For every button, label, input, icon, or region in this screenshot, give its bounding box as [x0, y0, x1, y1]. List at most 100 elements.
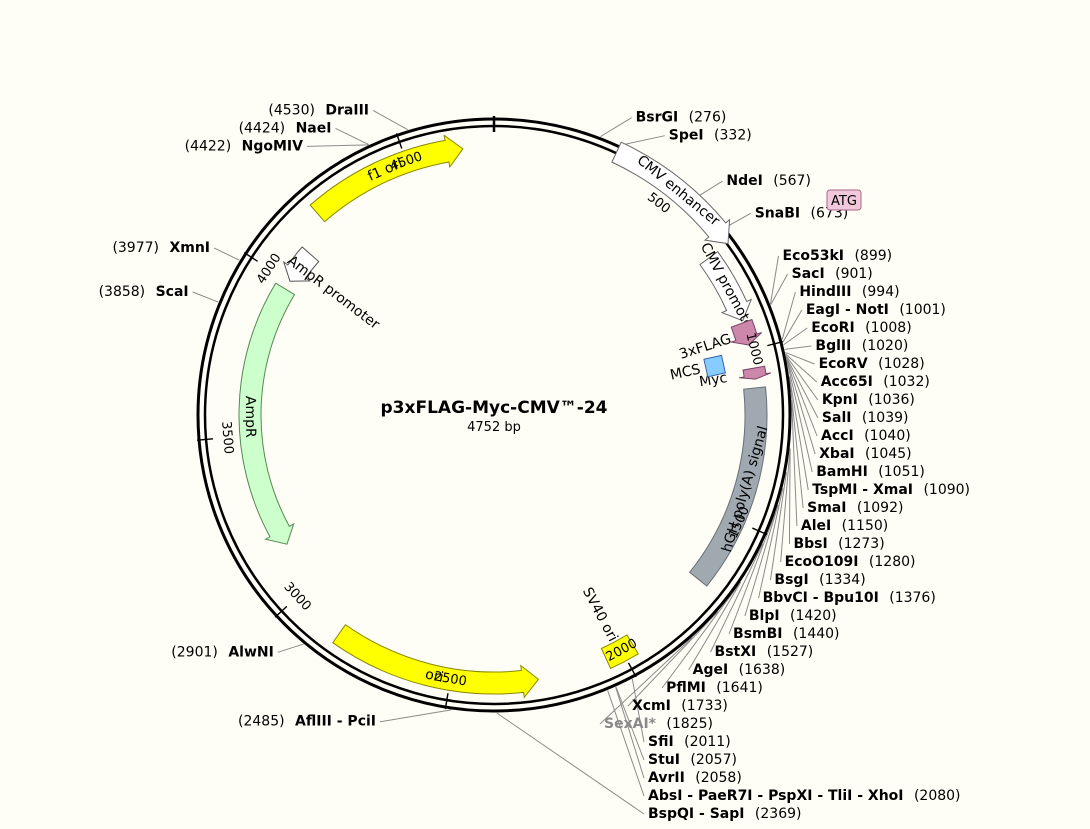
site-position: (2011)	[680, 734, 731, 750]
site-name: Acc65I	[821, 374, 873, 390]
site-position: (1032)	[879, 374, 930, 390]
site-saci[interactable]: SacI (901)	[792, 266, 873, 282]
site-position: (901)	[831, 266, 873, 282]
site-position: (1733)	[677, 698, 728, 714]
site-absi-paer7i-pspxi-tlii-xhoi[interactable]: AbsI - PaeR7I - PspXI - TliI - XhoI (208…	[648, 788, 961, 804]
tick-label: 3500	[218, 421, 236, 455]
site-bspqi-sapi[interactable]: BspQI - SapI (2369)	[648, 806, 801, 822]
leader-sexai	[599, 636, 693, 725]
site-agei[interactable]: AgeI (1638)	[693, 662, 786, 678]
site-name: SacI	[792, 266, 825, 282]
site-position: (3977)	[112, 240, 163, 256]
site-position: (332)	[710, 128, 752, 144]
site-tspmi-xmai[interactable]: TspMI - XmaI (1090)	[812, 482, 970, 498]
site-xcmi[interactable]: XcmI (1733)	[632, 698, 728, 714]
site-position: (4422)	[185, 138, 236, 154]
leader-bbvci-bpu10i	[758, 488, 784, 599]
site-name: AlwNI	[228, 644, 274, 660]
leader-bstxi	[710, 543, 764, 653]
site-ecori[interactable]: EcoRI (1008)	[811, 320, 912, 336]
site-ecoo109i[interactable]: EcoO109I (1280)	[785, 554, 916, 570]
site-ndei[interactable]: NdeI (567)	[726, 173, 811, 189]
site-bsmbi[interactable]: BsmBI (1440)	[733, 626, 840, 642]
site-name: NaeI	[296, 120, 332, 136]
site-spei[interactable]: SpeI (332)	[669, 128, 752, 144]
site-name: HindIII	[799, 284, 851, 300]
site-position: (1090)	[919, 482, 970, 498]
tick-label: 1000	[742, 331, 765, 367]
site-acci[interactable]: AccI (1040)	[821, 428, 911, 444]
site-ecorv[interactable]: EcoRV (1028)	[819, 356, 925, 372]
site-name: BsgI	[774, 572, 808, 588]
leader-bsgi	[769, 472, 787, 581]
site-bglii[interactable]: BglII (1020)	[815, 338, 908, 354]
site-bamhi[interactable]: BamHI (1051)	[816, 464, 925, 480]
site-name: BglII	[815, 338, 851, 354]
site-bbsi[interactable]: BbsI (1273)	[793, 536, 884, 552]
site-hindiii[interactable]: HindIII (994)	[799, 284, 899, 300]
site-position: (2058)	[691, 770, 742, 786]
site-bstxi[interactable]: BstXI (1527)	[715, 644, 814, 660]
leader-saci	[770, 273, 789, 305]
site-name: TspMI - XmaI	[812, 482, 913, 498]
site-kpni[interactable]: KpnI (1036)	[822, 392, 915, 408]
site-sexai[interactable]: SexAI* (1825)	[604, 716, 713, 732]
site-blpi[interactable]: BlpI (1420)	[749, 608, 837, 624]
site-name: BlpI	[749, 608, 780, 624]
tick-4500	[395, 133, 403, 149]
feature-ampr-promoter: AmpR promoter	[282, 246, 382, 333]
site-position: (3858)	[99, 284, 150, 300]
site-eagi-noti[interactable]: EagI - NotI (1001)	[806, 302, 946, 318]
site-scai[interactable]: (3858) ScaI	[99, 284, 189, 300]
leader-hindiii	[781, 291, 796, 340]
site-position: (1051)	[874, 464, 925, 480]
leader-kpni	[785, 355, 819, 401]
site-name: ScaI	[156, 284, 189, 300]
site-naei[interactable]: (4424) NaeI	[239, 120, 332, 136]
site-name: EcoRV	[819, 356, 868, 372]
leader-blpi	[744, 504, 779, 617]
site-eco53ki[interactable]: Eco53kI (899)	[783, 248, 893, 264]
site-alwni[interactable]: (2901) AlwNI	[171, 644, 274, 660]
leader-ecorv	[785, 351, 815, 365]
leader-smai	[789, 377, 804, 509]
site-name: AbsI - PaeR7I - PspXI - TliI - XhoI	[648, 788, 904, 804]
leader-xbai	[786, 358, 816, 455]
site-name: XcmI	[632, 698, 671, 714]
site-avrii[interactable]: AvrII (2058)	[648, 770, 742, 786]
site-name: SalI	[822, 410, 852, 426]
site-alei[interactable]: AleI (1150)	[801, 518, 888, 534]
site-smai[interactable]: SmaI (1092)	[807, 500, 903, 516]
site-xmni[interactable]: (3977) XmnI	[112, 240, 210, 256]
site-bsrgi[interactable]: BsrGI (276)	[636, 110, 727, 126]
leader-bsmbi	[728, 512, 777, 635]
site-name: AflIII - PciI	[295, 714, 376, 730]
site-name: EcoRI	[811, 320, 854, 336]
site-sali[interactable]: SalI (1039)	[822, 410, 909, 426]
site-name: EcoO109I	[785, 554, 859, 570]
leader-alwni	[277, 643, 304, 653]
site-bsgi[interactable]: BsgI (1334)	[774, 572, 865, 588]
site-name: XmnI	[169, 240, 210, 256]
site-ngomiv[interactable]: (4422) NgoMIV	[185, 138, 304, 154]
site-position: (1280)	[864, 554, 915, 570]
site-acc65i[interactable]: Acc65I (1032)	[821, 374, 930, 390]
site-xbai[interactable]: XbaI (1045)	[819, 446, 912, 462]
leader-tspmi-xmai	[789, 376, 809, 491]
site-sfii[interactable]: SfiI (2011)	[648, 734, 731, 750]
site-position: (2901)	[171, 644, 222, 660]
leader-ndei	[696, 180, 723, 198]
leader-sali	[785, 356, 819, 419]
site-position: (2080)	[910, 788, 961, 804]
site-bbvci-bpu10i[interactable]: BbvCI - Bpu10I (1376)	[763, 590, 936, 606]
feature-cmv-enhancer: CMV enhancer	[611, 141, 731, 245]
tick-label: 4000	[254, 251, 285, 287]
site-stui[interactable]: StuI (2057)	[648, 752, 737, 768]
site-afliii-pcii[interactable]: (2485) AflIII - PciI	[238, 714, 376, 730]
site-draiii[interactable]: (4530) DraIII	[268, 102, 369, 118]
site-position: (2057)	[686, 752, 737, 768]
site-position: (1334)	[815, 572, 866, 588]
site-pflmi[interactable]: PflMI (1641)	[666, 680, 763, 696]
site-name: NdeI	[726, 173, 762, 189]
site-snabi[interactable]: SnaBI (673)	[755, 205, 849, 221]
